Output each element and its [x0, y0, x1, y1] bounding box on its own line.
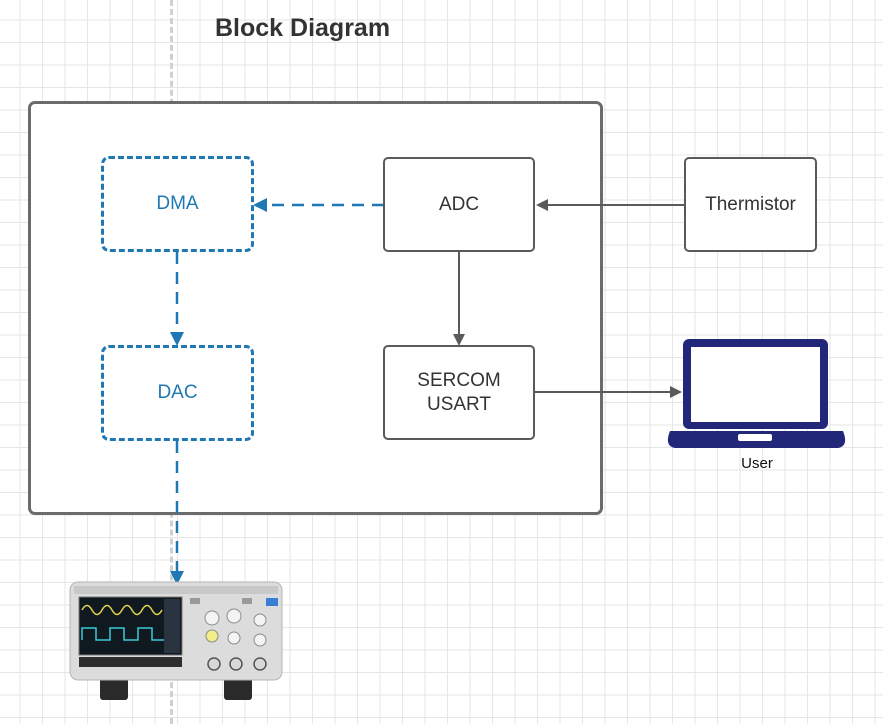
adc-label: ADC [438, 193, 480, 215]
sercom-usart-block[interactable]: SERCOM USART [383, 345, 535, 440]
oscilloscope-icon[interactable] [69, 581, 283, 700]
dma-block[interactable]: DMA [101, 156, 254, 252]
dac-label: DAC [157, 382, 198, 403]
thermistor-block[interactable]: Thermistor [684, 157, 817, 252]
dac-block[interactable]: DAC [101, 345, 254, 441]
sercom-usart-label: SERCOM USART [417, 369, 501, 415]
thermistor-label: Thermistor [705, 193, 796, 215]
diagram-title: Block Diagram [215, 14, 391, 42]
user-label: User [741, 455, 773, 472]
dma-label: DMA [156, 193, 199, 214]
adc-block[interactable]: ADC [383, 157, 535, 252]
laptop-icon[interactable] [667, 339, 846, 448]
